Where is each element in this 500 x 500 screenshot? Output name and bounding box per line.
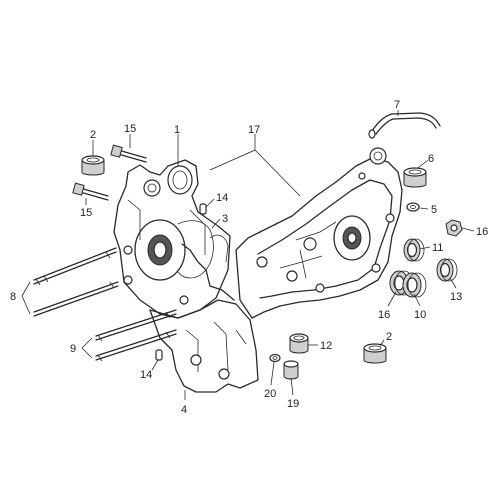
part-7-hose [368, 112, 441, 139]
callout-10: 10 [414, 309, 426, 321]
callout-16-lower: 16 [378, 309, 390, 321]
leader-lines [21, 110, 475, 400]
part-15-bolt-lower [72, 182, 109, 201]
part-3-gasket [177, 220, 214, 279]
part-2-bushing-lower [363, 343, 387, 364]
part-11-seal [403, 238, 425, 262]
callout-labels: 1 2 2 3 4 5 6 7 8 9 10 11 12 13 14 14 15… [10, 99, 488, 416]
part-13-seal [436, 258, 458, 282]
right-crankcase-half [235, 147, 403, 319]
part-2-bushing-top [81, 155, 105, 176]
callout-13: 13 [450, 291, 462, 303]
crankcase-lower-section [149, 243, 259, 393]
callout-20: 20 [264, 388, 276, 400]
callout-9: 9 [70, 343, 76, 355]
callout-12: 12 [320, 340, 332, 352]
part-6-bushing [403, 167, 427, 188]
callout-8: 8 [10, 291, 16, 303]
callout-11: 11 [432, 242, 443, 254]
callout-3: 3 [222, 213, 228, 225]
callout-4: 4 [181, 404, 187, 416]
callout-2-lower: 2 [386, 331, 392, 343]
callout-19: 19 [287, 398, 299, 410]
part-20-washer [269, 353, 281, 363]
callout-7: 7 [394, 99, 400, 111]
callout-1: 1 [174, 124, 180, 136]
part-15-bolt-top [110, 144, 147, 163]
part-8-studs [33, 247, 119, 317]
part-12-seal [289, 333, 309, 354]
part-10-bearing [402, 272, 427, 298]
part-19-drain-plug [283, 360, 299, 380]
part-14-dowel-lower [155, 349, 163, 361]
callout-16-right: 16 [476, 226, 488, 238]
part-16-nut-right [445, 219, 463, 237]
callout-14-upper: 14 [216, 192, 228, 204]
callout-15-lower: 15 [80, 207, 92, 219]
callout-15-top: 15 [124, 123, 136, 135]
part-5-washer [406, 202, 420, 212]
callout-6: 6 [428, 153, 434, 165]
part-9-studs [95, 309, 177, 362]
callout-5: 5 [431, 204, 437, 216]
callout-17: 17 [248, 124, 260, 136]
callout-14-lower: 14 [140, 369, 152, 381]
left-crankcase-half [113, 159, 231, 319]
callout-2-top: 2 [90, 129, 96, 141]
part-14-dowel-upper [199, 203, 207, 215]
